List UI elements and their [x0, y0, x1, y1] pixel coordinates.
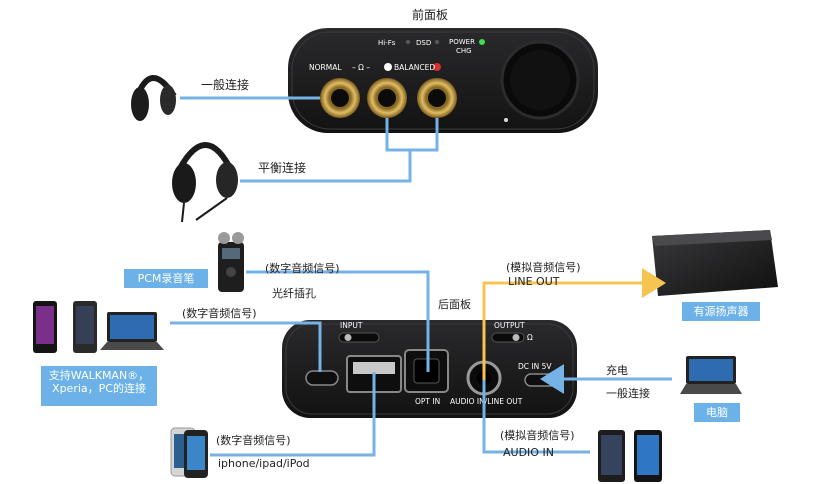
ios-devices-label: iphone/ipad/iPod: [218, 457, 310, 470]
headphones-icon: [131, 75, 177, 121]
charge-label: 充电: [606, 364, 628, 377]
jack-label-normal: NORMAL: [309, 63, 342, 72]
port-opt-in: OPT IN: [415, 397, 440, 406]
balanced-headphones-icon: [172, 142, 238, 223]
line-audio-in: [482, 380, 590, 454]
connection-lines: [170, 96, 672, 457]
line-line-out: [482, 268, 666, 380]
indicator-dsd: DSD: [416, 39, 431, 47]
computer-normal-label: 一般连接: [606, 387, 650, 400]
pcm-recorder-tag: PCM录音笔: [124, 269, 208, 288]
port-dc-in: DC IN 5V: [518, 362, 552, 371]
walkman-xperia-bottom-icons: [598, 430, 662, 482]
line-balanced-right: [410, 118, 439, 152]
svg-text:Ω: Ω: [527, 333, 533, 342]
port-output: OUTPUT: [494, 321, 525, 330]
indicator-chg: CHG: [456, 47, 472, 55]
indicator-power: POWER: [449, 38, 475, 46]
audio-in-signal-label: (模拟音频信号): [500, 429, 575, 442]
normal-connection-label: 一般连接: [201, 78, 250, 92]
ios-signal-label: (数字音频信号): [216, 434, 291, 447]
active-speaker-tag: 有源扬声器: [682, 302, 760, 321]
walkman-xperia-pc-icons: [33, 301, 164, 353]
line-ios-usb: [210, 372, 376, 457]
svg-text:– Ω –: – Ω –: [352, 63, 370, 72]
optical-jack-label: 光纤插孔: [272, 287, 316, 300]
line-walkman-usb: [170, 321, 322, 372]
port-input: INPUT: [340, 321, 363, 330]
front-panel-title: 前面板: [412, 8, 449, 22]
front-panel-device: [288, 28, 598, 133]
rear-panel-title: 后面板: [438, 298, 471, 311]
computer-tag: 电脑: [694, 403, 740, 422]
indicator-hifs: Hi-Fs: [378, 39, 396, 47]
iphone-icon: [170, 427, 208, 478]
pcm-recorder-icon: [218, 232, 244, 292]
audio-in-label: AUDIO IN: [503, 446, 554, 459]
walkman-tag-line-1: 支持WALKMAN®，: [48, 369, 150, 382]
jack-label-balanced: BALANCED: [394, 63, 435, 72]
walkman-tag-line-2: Xperia，PC的连接: [52, 382, 146, 395]
active-speaker-icon: [652, 230, 778, 296]
micro-usb-port: [305, 370, 339, 386]
walkman-tag: 支持WALKMAN®， Xperia，PC的连接: [41, 366, 157, 406]
balanced-connection-label: 平衡连接: [258, 161, 307, 175]
line-pcm-optical: [246, 270, 430, 372]
power-led: [479, 39, 485, 45]
pcm-signal-label: (数字音频信号): [265, 262, 340, 275]
line-out-label: LINE OUT: [508, 275, 560, 288]
laptop-icon: [680, 356, 742, 394]
line-out-signal-label: (模拟音频信号): [506, 261, 581, 274]
walkman-signal-label: (数字音频信号): [182, 307, 257, 320]
port-audio-in-line-out: AUDIO IN/LINE OUT: [450, 397, 523, 406]
